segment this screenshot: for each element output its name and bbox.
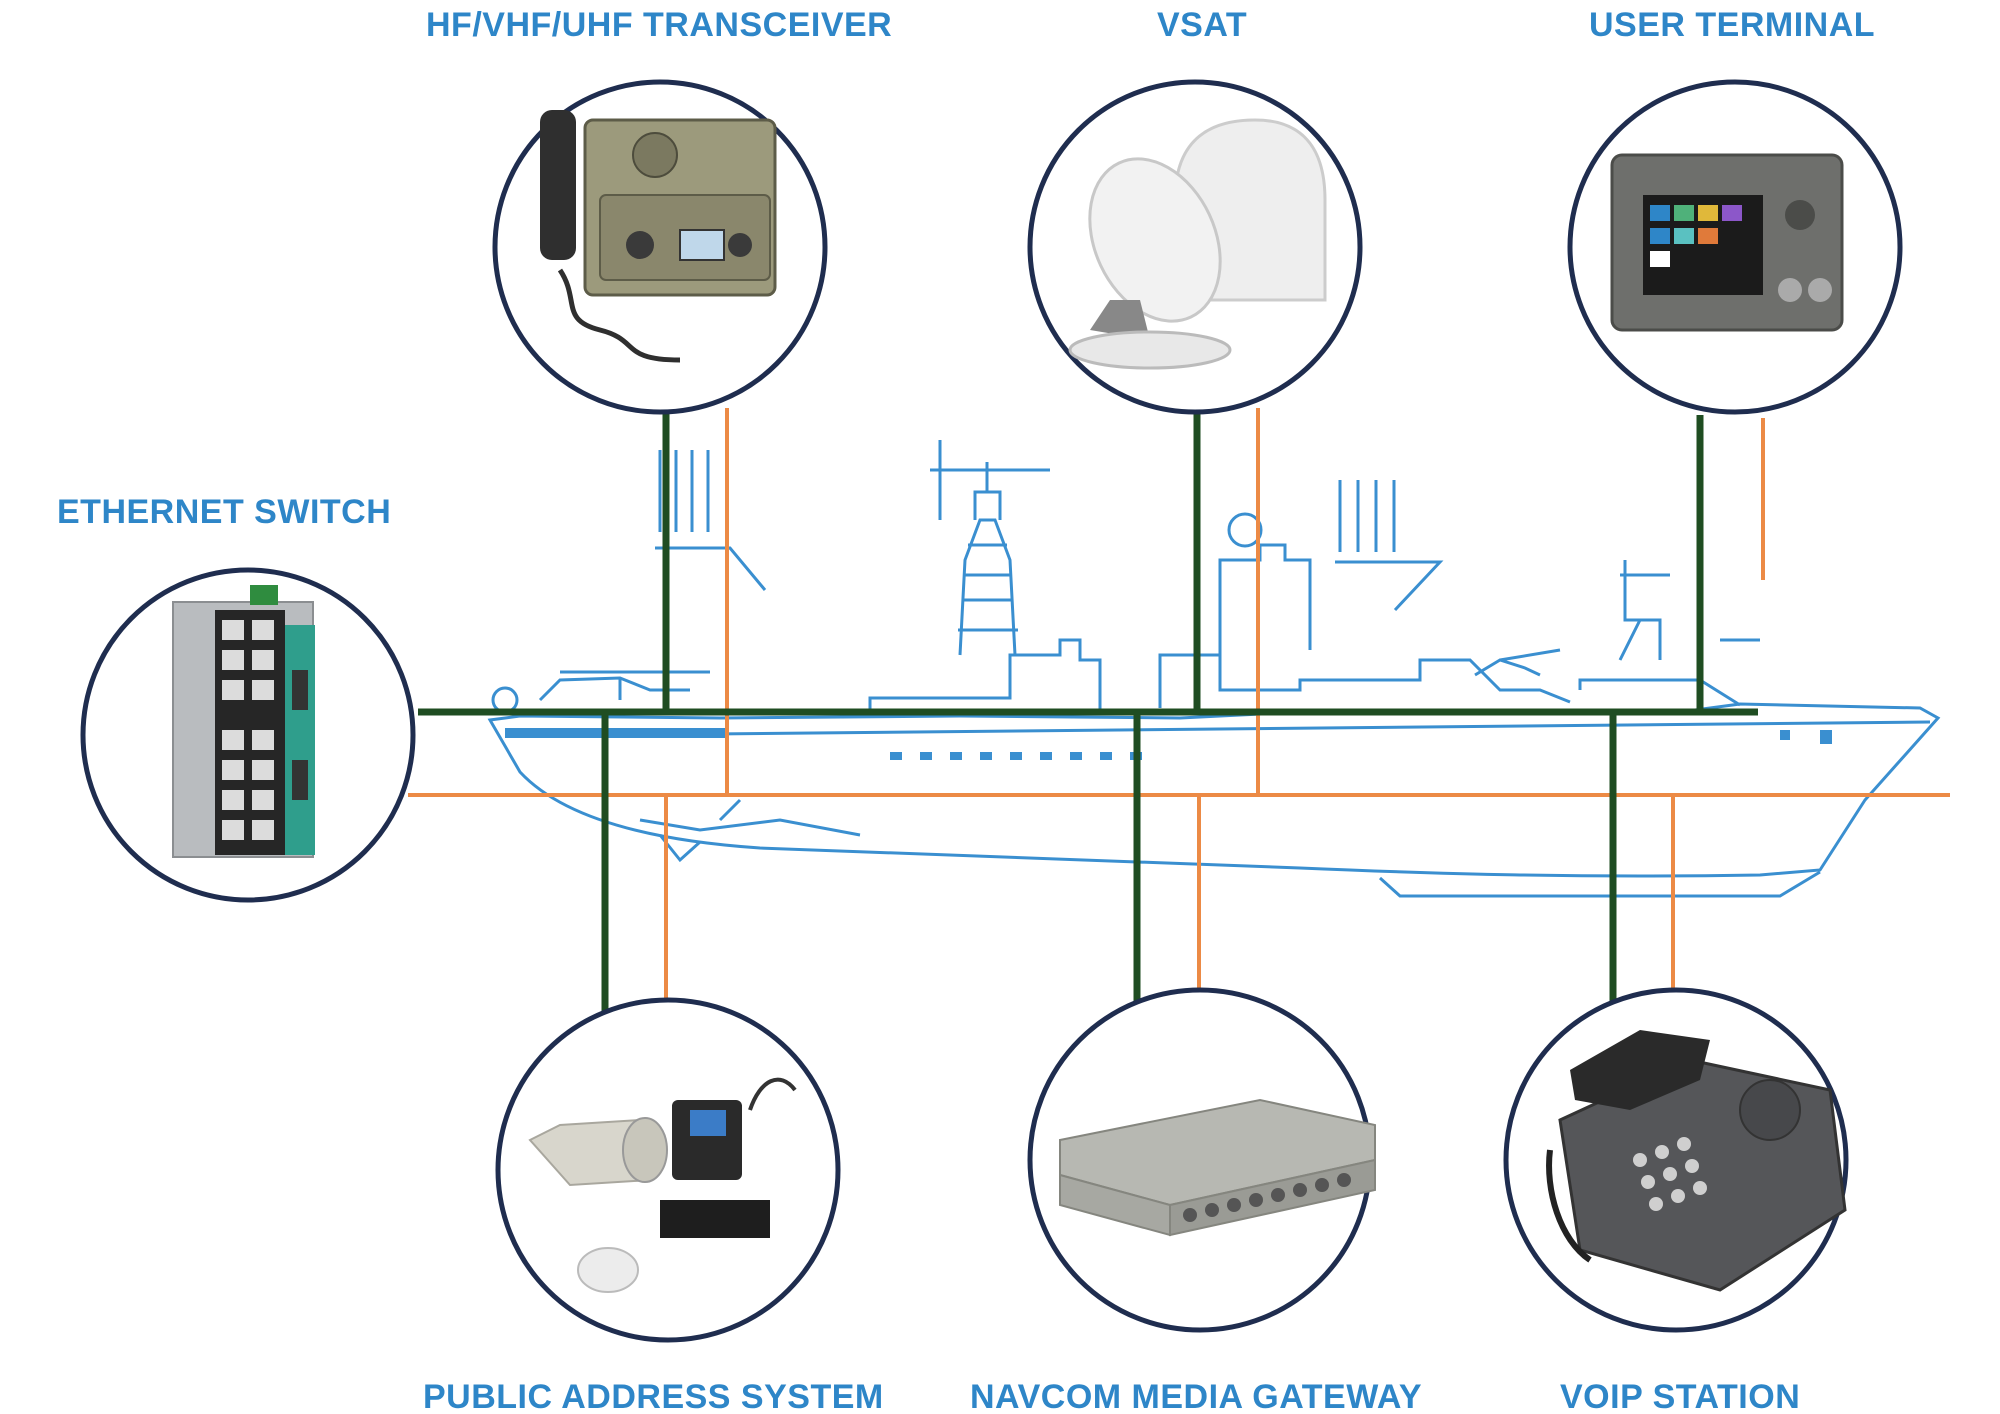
mast-tower — [930, 440, 1050, 520]
deck-stripe — [505, 728, 725, 738]
radar-mast — [958, 518, 1018, 656]
satellite-dome-icon — [1068, 118, 1327, 370]
touchscreen-terminal-icon — [1610, 153, 1844, 332]
voip-station-node[interactable] — [1503, 987, 1849, 1333]
media-gateway-node[interactable] — [1027, 987, 1376, 1333]
label-ethernet-switch: ETHERNET SWITCH — [57, 493, 392, 531]
green-network — [418, 410, 1758, 1018]
missile-rack-forward — [1335, 480, 1444, 612]
helicopter — [538, 670, 710, 702]
label-transceiver: HF/VHF/UHF TRANSCEIVER — [426, 6, 893, 44]
forward-mast — [1618, 560, 1670, 661]
loudspeaker-icon — [528, 1077, 797, 1293]
deck-line — [504, 720, 1931, 738]
label-voip-station: VOIP STATION — [1560, 1378, 1801, 1414]
label-public-address: PUBLIC ADDRESS SYSTEM — [423, 1378, 884, 1414]
vsat-node[interactable] — [1027, 79, 1363, 415]
radar-dome — [1227, 512, 1263, 548]
ship-hull — [487, 702, 1941, 878]
forward-gun — [1474, 648, 1561, 677]
rugged-phone-icon — [1546, 1030, 1847, 1292]
bow-structure — [1578, 638, 1760, 707]
transceiver-node[interactable] — [492, 79, 828, 415]
missile-rack-aft — [655, 450, 767, 591]
user-terminal-node[interactable] — [1567, 79, 1903, 415]
bridge-block — [868, 638, 1102, 710]
keel-detail — [1378, 870, 1821, 898]
orange-network — [408, 408, 1950, 1008]
media-gateway-icon — [1059, 1098, 1376, 1237]
label-user-terminal: USER TERMINAL — [1589, 6, 1876, 44]
upper-block — [1218, 543, 1312, 655]
aft-hangar — [1158, 653, 1571, 708]
ethernet-switch-icon — [172, 585, 315, 858]
ethernet-switch-node[interactable] — [80, 567, 416, 903]
portholes — [890, 730, 1832, 760]
helicopter-wheel — [491, 686, 519, 714]
ship-outline — [487, 440, 1941, 898]
label-media-gateway: NAVCOM MEDIA GATEWAY — [970, 1378, 1423, 1414]
military-radio-icon — [540, 110, 777, 363]
public-address-node[interactable] — [495, 997, 841, 1343]
label-vsat: VSAT — [1157, 6, 1248, 44]
